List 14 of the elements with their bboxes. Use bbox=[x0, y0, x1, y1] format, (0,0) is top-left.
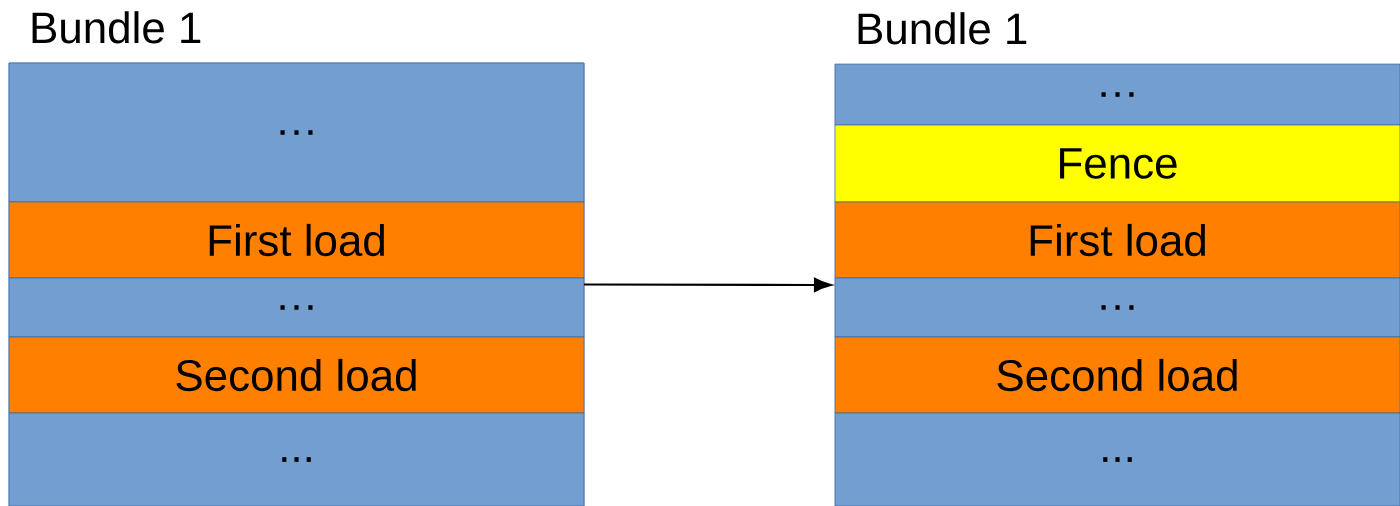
bundle-heading: Bundle 1 bbox=[858, 12, 1027, 45]
instruction-band: … bbox=[834, 63, 1400, 126]
instruction-band: Fence bbox=[834, 124, 1400, 203]
instruction-band: First load bbox=[834, 201, 1400, 279]
instruction-band: … bbox=[834, 277, 1400, 338]
instruction-band: ... bbox=[8, 412, 585, 506]
instruction-band: Second load bbox=[8, 336, 585, 414]
bundle-heading: Bundle 1 bbox=[32, 11, 201, 44]
instruction-band: Second load bbox=[834, 336, 1400, 414]
instruction-band: ... bbox=[834, 412, 1400, 506]
arrow bbox=[584, 277, 832, 293]
instruction-band: … bbox=[8, 62, 585, 203]
instruction-band: First load bbox=[8, 201, 585, 279]
instruction-band: … bbox=[8, 277, 585, 338]
